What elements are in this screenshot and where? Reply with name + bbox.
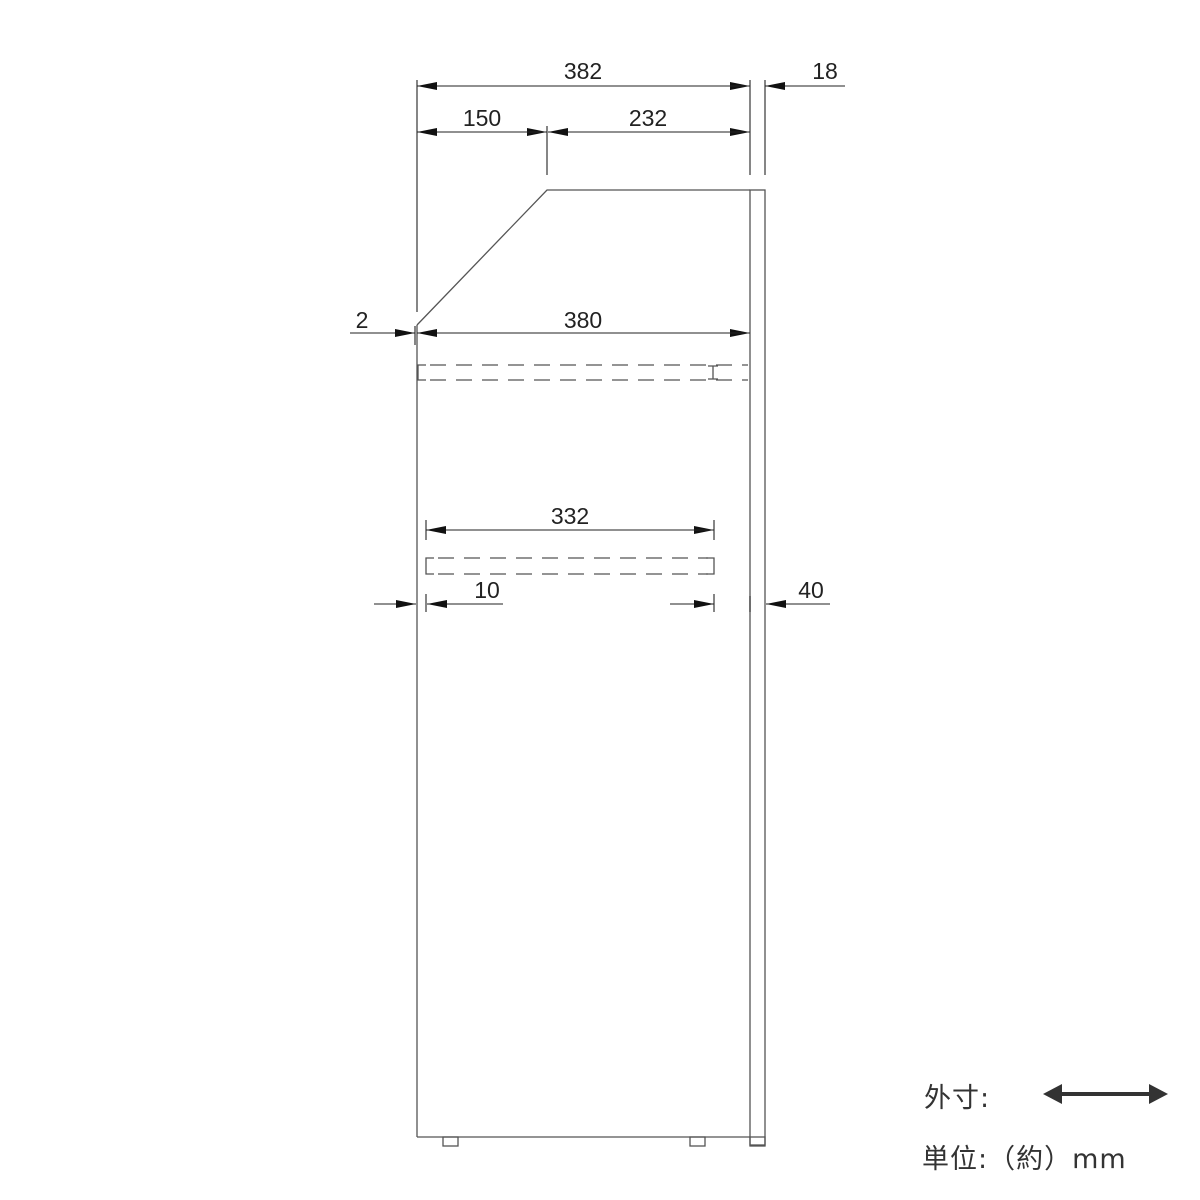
svg-text:18: 18 bbox=[812, 58, 838, 84]
dim-10: 10 bbox=[374, 577, 714, 608]
svg-text:150: 150 bbox=[463, 105, 501, 131]
legend-outer-label: 外寸: bbox=[924, 1083, 991, 1114]
outer-dimension-arrow-icon bbox=[1043, 1084, 1168, 1104]
hidden-top-shelf bbox=[417, 364, 748, 381]
dim-332: 332 bbox=[426, 503, 714, 534]
svg-text:2: 2 bbox=[356, 307, 369, 333]
dim-382: 382 bbox=[417, 58, 750, 90]
svg-text:232: 232 bbox=[629, 105, 667, 131]
dim-18: 18 bbox=[765, 58, 845, 90]
svg-text:382: 382 bbox=[564, 58, 602, 84]
hidden-shelf bbox=[425, 557, 715, 575]
extension-lines bbox=[414, 80, 766, 612]
dim-2: 2 bbox=[350, 307, 415, 337]
svg-text:332: 332 bbox=[551, 503, 589, 529]
dim-380: 380 bbox=[417, 307, 750, 337]
legend-unit-label: 単位:（約）mm bbox=[922, 1144, 1127, 1175]
svg-text:380: 380 bbox=[564, 307, 602, 333]
dim-150: 150 bbox=[417, 105, 547, 136]
svg-text:40: 40 bbox=[798, 577, 824, 603]
dim-232: 232 bbox=[548, 105, 750, 136]
svg-text:10: 10 bbox=[474, 577, 500, 603]
side-panel bbox=[749, 189, 766, 1146]
feet bbox=[442, 1136, 766, 1147]
dim-40: 40 bbox=[749, 577, 830, 612]
